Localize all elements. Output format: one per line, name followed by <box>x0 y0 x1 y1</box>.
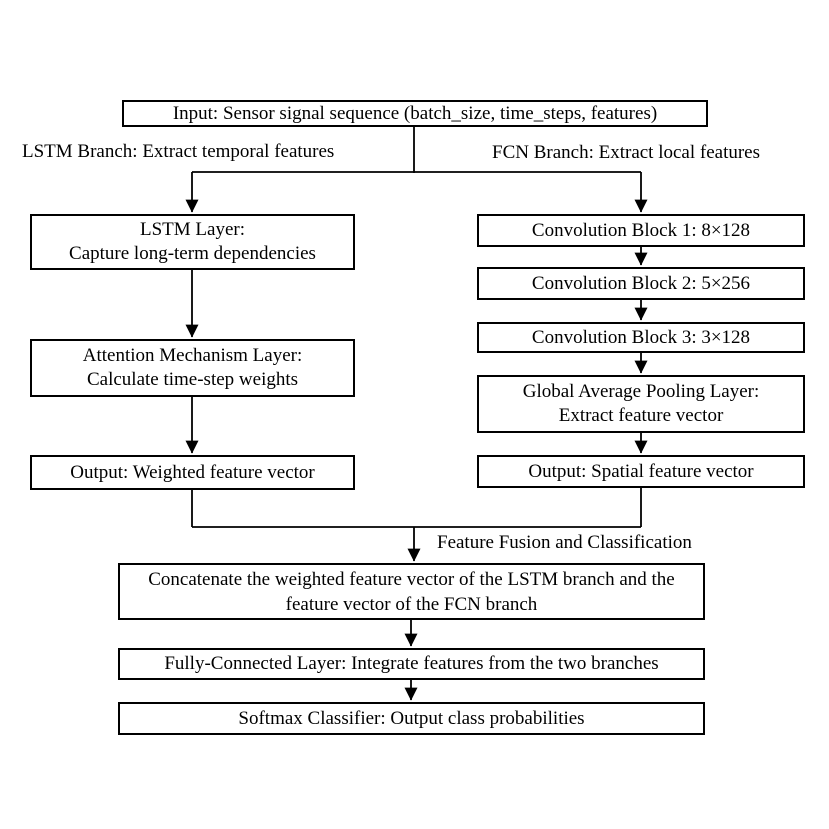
fcn-branch-label: FCN Branch: Extract local features <box>492 142 761 163</box>
node-conv-block-3: Convolution Block 3: 3×128 <box>477 322 805 353</box>
node-output-weighted: Output: Weighted feature vector <box>30 455 355 490</box>
node-fully-connected: Fully-Connected Layer: Integrate feature… <box>118 648 705 680</box>
node-conv-block-2: Convolution Block 2: 5×256 <box>477 267 805 300</box>
node-attention-layer: Attention Mechanism Layer: Calculate tim… <box>30 339 355 397</box>
node-conv-block-1: Convolution Block 1: 8×128 <box>477 214 805 247</box>
node-input: Input: Sensor signal sequence (batch_siz… <box>122 100 708 127</box>
node-lstm-layer: LSTM Layer: Capture long-term dependenci… <box>30 214 355 270</box>
fusion-label: Feature Fusion and Classification <box>437 532 692 553</box>
lstm-branch-label: LSTM Branch: Extract temporal features <box>22 141 335 162</box>
node-global-avg-pooling: Global Average Pooling Layer: Extract fe… <box>477 375 805 433</box>
node-softmax: Softmax Classifier: Output class probabi… <box>118 702 705 735</box>
node-concatenate: Concatenate the weighted feature vector … <box>118 563 705 620</box>
node-output-spatial: Output: Spatial feature vector <box>477 455 805 488</box>
